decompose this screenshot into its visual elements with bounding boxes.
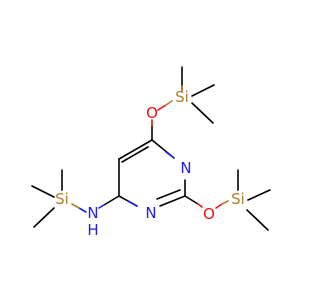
bond-c2-o-right xyxy=(184,195,199,205)
bond-c4-nh xyxy=(103,195,120,206)
atom-si-right: Si xyxy=(231,190,245,208)
bond-si-top-me2 xyxy=(191,84,215,97)
atom-nh-n: N xyxy=(87,204,98,222)
bond-o-si-right-o xyxy=(215,203,223,209)
structure-svg: O Si N N O Si Si N H xyxy=(31,66,271,239)
molecule-diagram: O Si N N O Si Si N H xyxy=(31,66,271,239)
atom-n-ring-lower: N xyxy=(145,204,156,222)
bond-o-si-top-o xyxy=(157,104,167,111)
atom-nh-h: H xyxy=(87,221,98,239)
bond-nh-si-si xyxy=(71,203,80,209)
bond-c2-o-right-o xyxy=(197,203,203,208)
bond-o-si-top-si xyxy=(165,100,173,106)
bond-n3-c2-double-a xyxy=(159,195,186,207)
bond-c4-nh-n xyxy=(98,204,105,209)
atom-n-ring-upper: N xyxy=(180,159,191,177)
bond-c4-n3-n xyxy=(127,200,138,207)
bond-si-left-me2 xyxy=(31,185,55,198)
bond-c5-c6-double xyxy=(121,146,149,163)
atom-si-left: Si xyxy=(55,190,69,208)
bond-si-right-me2 xyxy=(247,189,271,201)
bond-si-right-me3 xyxy=(246,209,269,231)
atom-si-top: Si xyxy=(175,88,189,106)
bond-c6-c5 xyxy=(118,139,153,160)
bond-n1-c6-n xyxy=(165,151,175,159)
atom-o-top: O xyxy=(146,104,158,122)
bond-n3-c2-double-b xyxy=(156,189,181,200)
bond-o-si-right-si xyxy=(221,200,229,205)
bond-si-top-me3 xyxy=(191,102,214,124)
bond-nh-si-n xyxy=(78,207,87,213)
atom-o-right: O xyxy=(203,205,215,223)
bond-si-left-me3 xyxy=(33,207,55,228)
